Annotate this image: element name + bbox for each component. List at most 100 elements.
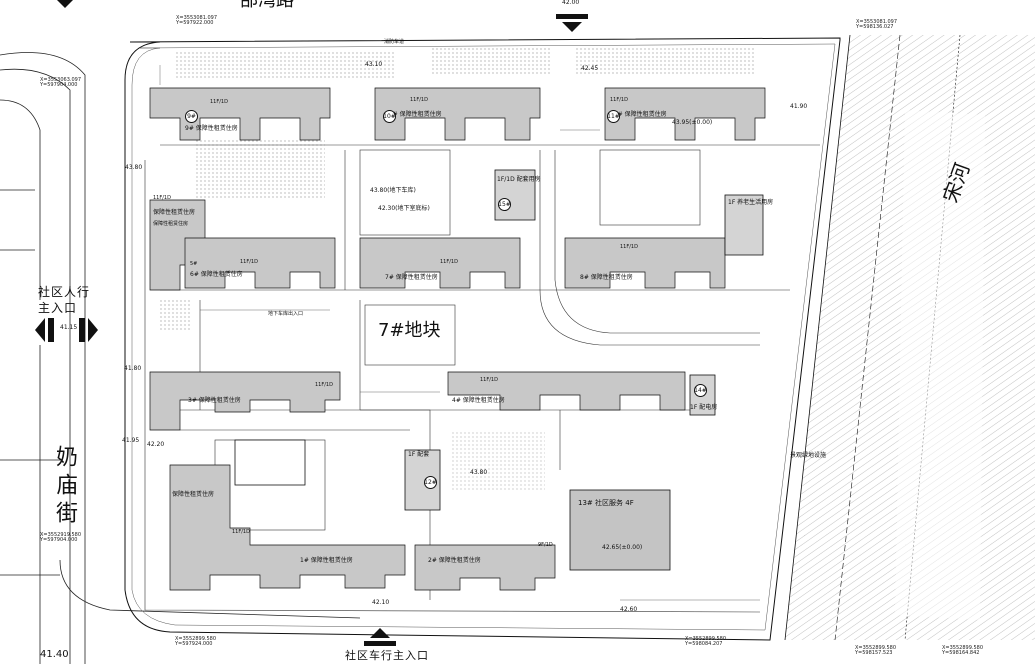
site-boundary [124, 37, 841, 641]
building-label-3: 3# 保障性租赁住房 [188, 398, 241, 404]
building-name: 配电房 [699, 404, 718, 411]
building-label-7: 7# 保障性租赁住房 [385, 275, 438, 281]
south-entrance-label: 社区车行主入口 [345, 649, 429, 662]
elevation-marker: 43.80(地下车库) [370, 187, 416, 194]
elevation-marker: 42.30(地下室底标) [378, 205, 430, 212]
coordinate-label: X=3553081.097 Y=598136.027 [856, 19, 898, 30]
elevation-marker: 41.80 [124, 365, 142, 372]
building-label-15: 1F/1D 配套用房 [497, 177, 541, 183]
building-number: 9# [185, 125, 194, 132]
north-elevation-note: 42.00 [562, 0, 580, 6]
building-name: 保障性租赁住房 [172, 491, 215, 498]
elevation-marker: 43.95(±0.00) [672, 119, 713, 126]
building-badge: 11# [607, 110, 620, 123]
building-label-5: 保障性租赁住房 [153, 210, 195, 216]
building-label-9: 9# 保障性租赁住房 [185, 126, 238, 132]
building-floors-9: 11F/1D [210, 99, 228, 105]
building-badge: 9# [185, 110, 198, 123]
coordinate-label: X=3552899.580 Y=598084.207 [685, 636, 727, 647]
building-badge: 15# [498, 198, 511, 211]
elevation-marker: 42.20 [147, 441, 165, 448]
top-left-arrow [57, 0, 73, 8]
building-number: 13# [578, 499, 593, 507]
elevation-marker: 42.60 [620, 606, 638, 613]
building-label-14: 1F 配电房 [690, 405, 717, 411]
building-floors-10: 11F/1D [410, 97, 428, 103]
building-name: 保障性租赁住房 [198, 397, 241, 404]
building-badge: 10# [383, 110, 396, 123]
elevation-marker: 41.95 [122, 437, 140, 444]
north-entrance-arrow [556, 14, 588, 32]
river-area [784, 34, 1035, 641]
building-name: 保障性租赁住房 [399, 111, 442, 118]
building-label-12: 1F 配套 [408, 452, 429, 458]
building-floors-3: 11F/1D [315, 382, 333, 388]
building-floors-5: 11F/1D [153, 195, 171, 201]
building-floors-7: 11F/1D [440, 259, 458, 265]
building-floors-8: 11F/1D [620, 244, 638, 250]
building-floors-2: 9F/1D [538, 542, 553, 548]
building-label-elderly: 1F 养老生活用房 [728, 200, 773, 206]
building-badge: 14# [694, 384, 707, 397]
building-floors: 4F [625, 499, 634, 507]
parking-note: 地下车库出入口 [268, 311, 304, 317]
west-road-name: 奶庙街 [52, 445, 77, 529]
building-number: 1# [300, 557, 309, 564]
coordinate-label: X=3553081.097 Y=597922.000 [176, 15, 218, 26]
building-floors: 1F [408, 451, 416, 458]
plot-label: 7#地块 [378, 320, 441, 341]
building-name: 配套 [417, 451, 430, 458]
building-number: 4# [452, 397, 461, 404]
fire-lane-note: 消防车道 [384, 39, 405, 45]
elevation-marker: 42.65(±0.00) [602, 544, 643, 551]
building-name: 社区服务 [595, 499, 624, 507]
building-floors-4: 11F/1D [480, 377, 498, 383]
landscape-note: 景观绿地设施 [790, 452, 827, 459]
west-entrance-arrows [35, 318, 98, 342]
building-number: 7# [385, 274, 394, 281]
coordinate-label: X=3552919.580 Y=597904.000 [40, 532, 82, 543]
elevation-marker: 41.40 [40, 649, 69, 660]
dimension-lines [159, 65, 760, 601]
building-name: 保障性租赁住房 [310, 557, 353, 564]
building-number: 6# [190, 271, 199, 278]
west-entrance-label: 社区人行 主入口 [38, 285, 91, 315]
south-entrance-arrow [364, 628, 396, 646]
building-floors-11: 11F/1D [610, 97, 628, 103]
building-footprints [149, 87, 766, 591]
elevation-marker: 43.10 [365, 61, 383, 68]
building-name: 保障性租赁住房 [153, 209, 196, 216]
north-road-name: 邵湾路 [240, 0, 294, 11]
building-label-4: 4# 保障性租赁住房 [452, 398, 505, 404]
coordinate-label: X=3552899.580 Y=597924.000 [175, 636, 217, 647]
elevation-marker: 41.90 [790, 103, 808, 110]
elevation-marker: 43.80 [125, 164, 143, 171]
building-name: 保障性租赁住房 [195, 125, 238, 132]
building-number: 3# [188, 397, 197, 404]
building-label-8: 8# 保障性租赁住房 [580, 275, 633, 281]
building-name: 保障性租赁住房 [438, 557, 481, 564]
building-label-6: 6# 保障性租赁住房 [190, 272, 243, 278]
elevation-marker: 42.45 [581, 65, 599, 72]
building-name: 保障性租赁住房 [624, 111, 667, 118]
building-name: 保障性租赁住房 [590, 274, 633, 281]
building-name: 1F 养老生活用房 [728, 199, 774, 206]
building-floors: 1F [690, 404, 698, 411]
coordinate-label: X=3553063.097 Y=597904.000 [40, 77, 82, 88]
building-number: 2# [428, 557, 437, 564]
building-number: 8# [580, 274, 589, 281]
landscape-zones [160, 48, 755, 531]
building-floors: 1F/1D [497, 176, 515, 183]
elevation-marker: 41.15 [60, 324, 78, 331]
coordinate-label: X=3552899.580 Y=598157.523 [855, 645, 897, 656]
building-floors-6: 11F/1D [240, 259, 258, 265]
building-floors-1: 11F/1D [232, 529, 250, 535]
building-name: 配套用房 [516, 176, 541, 183]
coordinate-label: X=3552899.580 Y=598164.842 [942, 645, 984, 656]
building-label-1: 保障性租赁住房 [172, 492, 214, 498]
building-number-5: 5# [190, 261, 198, 267]
building-label-2: 2# 保障性租赁住房 [428, 558, 481, 564]
building-name: 保障性租赁住房 [200, 271, 243, 278]
elevation-marker: 42.10 [372, 599, 390, 606]
